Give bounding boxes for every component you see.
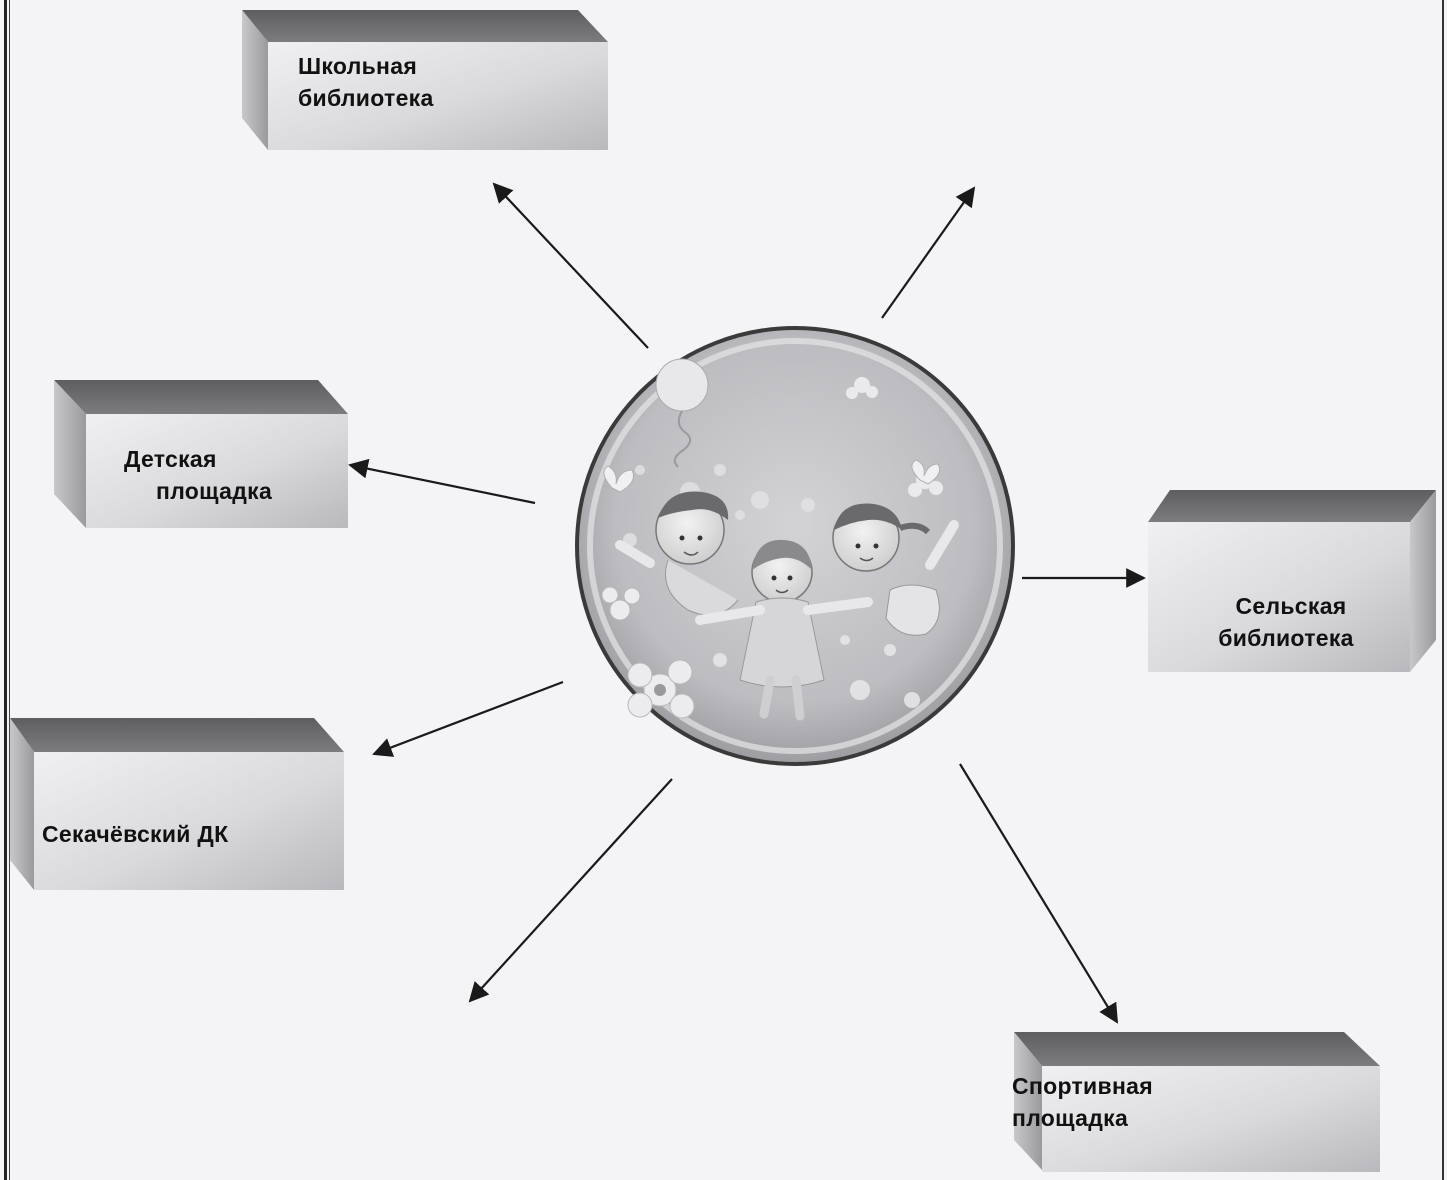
arrow-to-sports-ground <box>960 764 1117 1022</box>
arrow-to-dk <box>374 682 563 754</box>
box-dk <box>10 718 344 890</box>
label-school-library-line1: Школьная <box>298 50 434 82</box>
arrow-to-kids-playground <box>350 465 535 503</box>
label-school-library: Школьная библиотека <box>298 50 434 114</box>
arrow-up-right <box>882 188 974 318</box>
label-sports-ground-line2: площадка <box>1012 1102 1153 1134</box>
label-sports-ground: Спортивная площадка <box>1012 1070 1153 1134</box>
label-school-library-line2: библиотека <box>298 82 434 114</box>
label-village-library-line1: Сельская <box>1196 590 1376 622</box>
arrow-down-left <box>470 779 672 1001</box>
label-kids-playground-line2: площадка <box>124 475 272 507</box>
label-village-library: Сельская библиотека <box>1196 590 1376 654</box>
label-kids-playground-line1: Детская <box>124 443 272 475</box>
children-dancing-in-bubble-illustration <box>577 328 1013 764</box>
label-dk-line1: Секачёвский ДК <box>42 818 228 850</box>
label-village-library-line2: библиотека <box>1196 622 1376 654</box>
label-dk: Секачёвский ДК <box>42 818 228 850</box>
label-sports-ground-line1: Спортивная <box>1012 1070 1153 1102</box>
arrow-to-school-library <box>494 184 648 348</box>
label-kids-playground: Детская площадка <box>124 443 272 507</box>
